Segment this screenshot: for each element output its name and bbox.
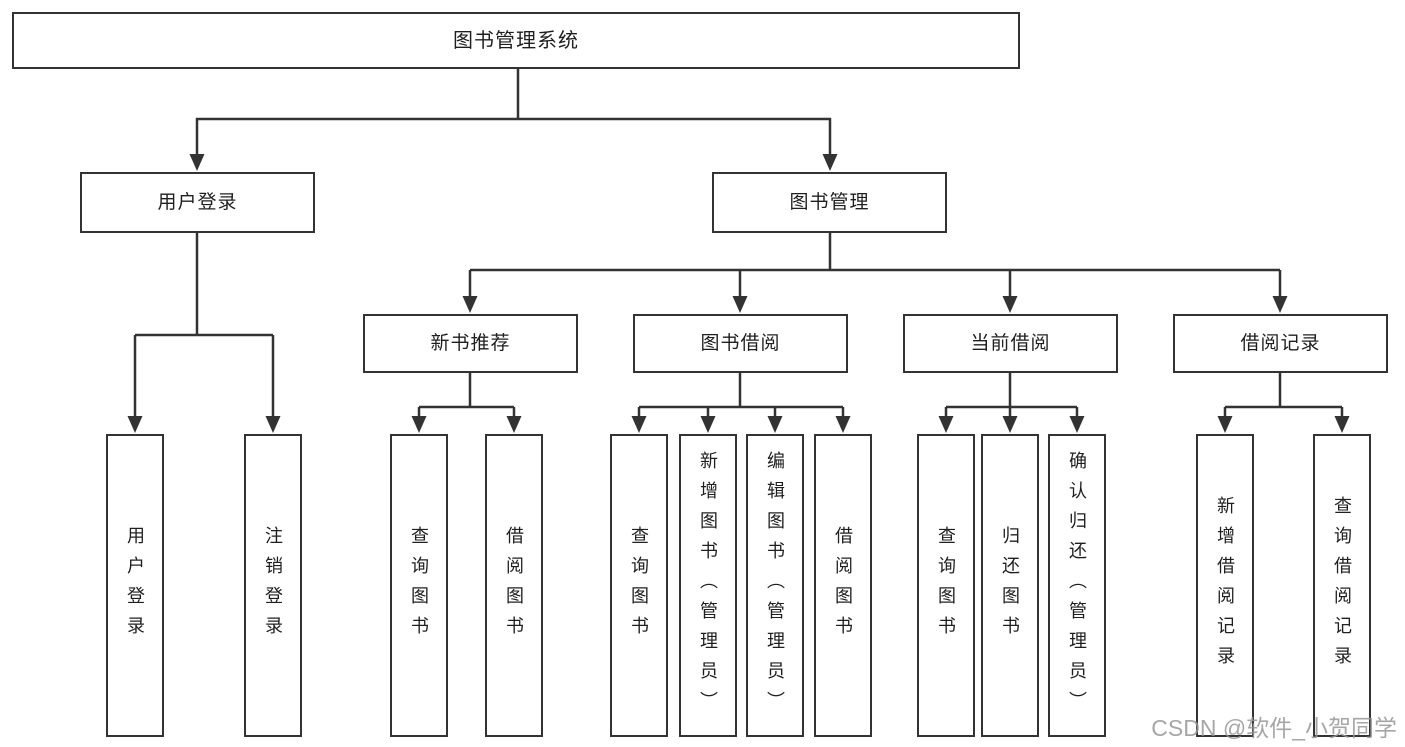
node-root-system: 图书管理系统 [12,12,1020,69]
node-book-borrowing: 图书借阅 [633,314,848,373]
leaf-add-books-admin: 新增图书（管理员） [679,434,737,737]
leaf-query-borrow-record: 查询借阅记录 [1313,434,1371,737]
leaf-edit-books-admin: 编辑图书（管理员） [746,434,804,737]
node-current-borrowing: 当前借阅 [903,314,1118,373]
leaf-return-books: 归还图书 [981,434,1039,737]
leaf-query-books-current: 查询图书 [917,434,975,737]
leaf-query-books-recommend: 查询图书 [390,434,448,737]
leaf-user-login: 用户登录 [106,434,164,737]
node-user-login: 用户登录 [80,172,315,233]
node-borrowing-records: 借阅记录 [1173,314,1388,373]
leaf-add-borrow-record: 新增借阅记录 [1196,434,1254,737]
leaf-confirm-return-admin: 确认归还（管理员） [1048,434,1106,737]
leaf-logout: 注销登录 [244,434,302,737]
leaf-borrow-books: 借阅图书 [814,434,872,737]
csdn-watermark: CSDN @软件_小贺同学 [1151,715,1397,741]
node-book-management: 图书管理 [712,172,947,233]
node-new-book-recommend: 新书推荐 [363,314,578,373]
leaf-borrow-books-recommend: 借阅图书 [485,434,543,737]
leaf-query-books-borrow: 查询图书 [610,434,668,737]
